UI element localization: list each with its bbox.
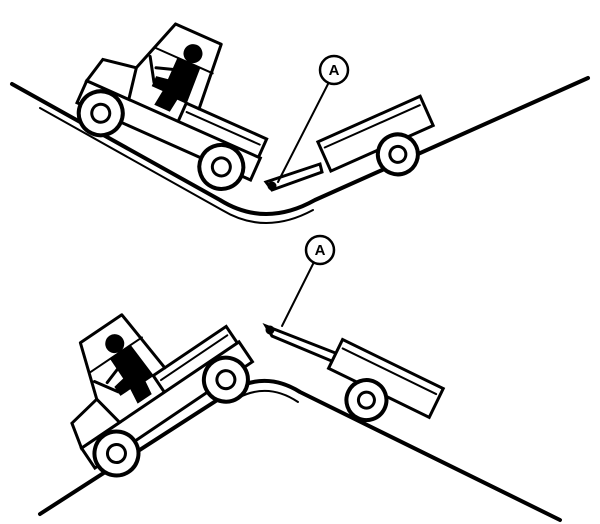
top-ground-line <box>10 76 590 216</box>
top-panel: A <box>10 22 590 224</box>
bottom-front-wheel <box>92 429 141 478</box>
top-front-wheel <box>76 89 125 138</box>
bottom-operator-head <box>105 334 125 354</box>
bottom-panel: A <box>38 234 562 522</box>
top-callout-leader <box>277 83 329 183</box>
top-utility-vehicle <box>75 22 269 191</box>
bottom-ground-inner-line <box>237 389 299 403</box>
top-rops-frame <box>134 22 223 111</box>
bottom-callout-circle <box>304 234 336 266</box>
top-rear-wheel <box>197 142 246 191</box>
bottom-hitch-tongue <box>262 323 341 364</box>
bottom-trailer-wheel <box>344 378 389 423</box>
top-operator-head <box>183 44 203 64</box>
bottom-rear-wheel <box>201 355 250 404</box>
bottom-operator-body <box>109 344 154 404</box>
bottom-trailer <box>326 337 446 423</box>
top-callout-label: A <box>329 62 340 79</box>
top-trailer <box>315 94 436 177</box>
top-ground-inner-line <box>39 107 314 224</box>
top-hitch-point <box>267 181 277 191</box>
top-operator-body <box>151 57 201 112</box>
bottom-hitch-point <box>265 325 275 335</box>
top-trailer-wheel <box>375 132 420 177</box>
bottom-rops-frame <box>78 313 167 401</box>
bottom-callout-label: A <box>315 242 326 259</box>
bottom-utility-vehicle <box>70 313 255 478</box>
bottom-callout-leader <box>281 261 315 327</box>
top-callout-circle <box>318 54 350 86</box>
